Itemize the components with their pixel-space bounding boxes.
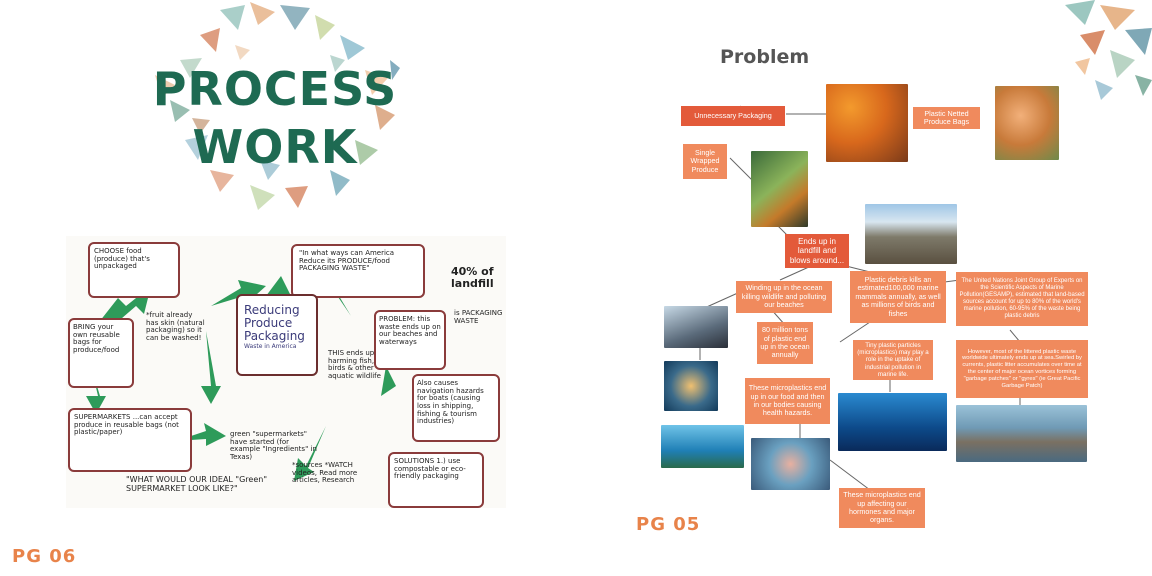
sketch-packaging-waste: is PACKAGING WASTE	[454, 309, 503, 325]
sketch-sources: *sources *WATCH videos, Read more articl…	[292, 461, 358, 485]
sketch-supermarkets-box: SUPERMARKETS ...can accept produce in re…	[68, 408, 192, 472]
title-collage-decoration	[155, 2, 400, 210]
sketch-harming-text: THIS ends up harming fish, birds & other…	[328, 349, 381, 381]
page-number-left: PG 06	[12, 546, 77, 567]
sketch-navigation-text: Also causes navigation hazards for boats…	[417, 379, 484, 426]
oranges-netted-photo	[826, 84, 908, 162]
bird-in-plastic-photo	[664, 306, 728, 348]
landfill-photo	[865, 204, 957, 264]
diver-plastic-photo	[838, 393, 947, 451]
sketch-fruit-note: *fruit already has skin (natural packagi…	[146, 311, 205, 343]
sketch-bring-box: BRING your own reusable bags for produce…	[68, 318, 134, 388]
netted-fruit-photo	[995, 86, 1059, 160]
sketch-choose-box: CHOOSE food (produce) that's unpackaged	[88, 242, 180, 298]
garbage-patch-photo	[956, 405, 1087, 462]
box-hormones: These microplastics end up affecting our…	[839, 488, 925, 528]
center-sub: Waste in America	[244, 342, 297, 350]
sketch-question-text: "In what ways can America Reduce its PRO…	[299, 249, 395, 273]
sketch-center-box: Reducing Produce Packaging Waste in Amer…	[236, 294, 318, 376]
box-single-wrapped: Single Wrapped Produce	[683, 144, 727, 179]
wrapped-produce-photo	[751, 151, 808, 227]
sketch-solutions-box: SOLUTIONS 1.) use compostable or eco-fri…	[388, 452, 484, 508]
box-unnecessary-packaging: Unnecessary Packaging	[681, 106, 785, 126]
sketch-supermarkets-text: SUPERMARKETS ...can accept produce in re…	[74, 413, 179, 437]
box-netted-bags: Plastic Netted Produce Bags	[913, 107, 980, 129]
sketch-green-note: green "supermarkets" have started (for e…	[230, 430, 317, 462]
sketch-stat: 40% of landfill	[451, 265, 494, 291]
corner-collage-decoration	[1065, 0, 1152, 100]
box-debris: Plastic debris kills an estimated100,000…	[850, 271, 946, 323]
box-tiny-particles: Tiny plastic particles (microplastics) m…	[853, 340, 933, 380]
sketch-problem-box: PROBLEM: this waste ends up on our beach…	[374, 310, 446, 370]
page-number-right: PG 05	[636, 514, 701, 535]
box-food-health: These microplastics end up in our food a…	[745, 378, 830, 424]
title-work: WORK	[192, 120, 358, 174]
box-ocean: Winding up in the ocean killing wildlife…	[736, 281, 832, 313]
mindmap-heading: Problem	[720, 46, 810, 68]
box-un-group: The United Nations Joint Group of Expert…	[956, 272, 1088, 326]
jellyfish-plastic-photo	[664, 361, 718, 411]
sketch-solutions-text: SOLUTIONS 1.) use compostable or eco-fri…	[394, 457, 466, 481]
box-ultimately-at-sea: However, most of the littered plastic wa…	[956, 340, 1088, 398]
sketch-bottom-question: "WHAT WOULD OUR IDEAL "Green" SUPERMARKE…	[126, 475, 267, 493]
center-line-1: Reducing	[244, 303, 300, 317]
center-line-3: Packaging	[244, 329, 305, 344]
sketch-center-title: Reducing Produce Packaging Waste in Amer…	[244, 303, 310, 350]
center-line-2: Produce	[244, 316, 293, 331]
sketch-navigation-box: Also causes navigation hazards for boats…	[412, 374, 500, 442]
sketch-question-box: "In what ways can America Reduce its PRO…	[291, 244, 425, 298]
sketch-problem-text: PROBLEM: this waste ends up on our beach…	[379, 315, 441, 347]
sketch-choose-text: CHOOSE food (produce) that's unpackaged	[94, 247, 150, 271]
title-process: PROCESS	[152, 62, 398, 116]
microplastics-hand-photo	[751, 438, 830, 490]
box-landfill: Ends up in landfill and blows around...	[785, 234, 849, 268]
turtle-photo	[661, 425, 744, 468]
box-80-million-tons: 80 million tons of plastic end up in the…	[757, 322, 813, 364]
sketch-bring-text: BRING your own reusable bags for produce…	[73, 323, 120, 355]
process-sketch: CHOOSE food (produce) that's unpackaged …	[66, 236, 506, 508]
